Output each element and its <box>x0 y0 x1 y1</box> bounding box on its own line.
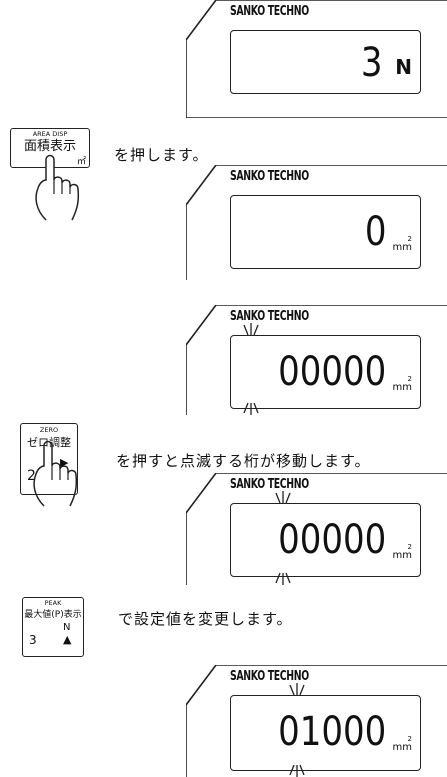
lcd-screen: 00000 2 mm <box>230 503 421 577</box>
lcd-value: 0 <box>364 209 386 255</box>
blink-marks-icon <box>289 683 305 777</box>
right-arrow-icon: ▶ <box>60 456 69 469</box>
panel-frame <box>186 473 447 585</box>
lcd-screen: 3 N <box>230 30 421 94</box>
brand-label: SANKO TECHNO <box>230 669 309 684</box>
lcd-value: 01000 <box>277 709 386 755</box>
pointing-hand-icon <box>33 440 78 507</box>
lcd-screen: 0 2 mm <box>230 195 421 269</box>
instruction-zero-move: を押すと点滅する桁が移動します。 <box>116 452 371 470</box>
display-panel-5: SANKO TECHNO 01000 2 mm <box>186 665 447 777</box>
display-panel-1: SANKO TECHNO 3 N <box>186 0 447 118</box>
brand-label: SANKO TECHNO <box>230 477 309 492</box>
instruction-press-area: を押します。 <box>114 146 209 164</box>
lcd-unit: 2 mm <box>392 375 412 393</box>
lcd-value: 00000 <box>277 349 386 395</box>
display-panel-3: SANKO TECHNO 00000 2 mm <box>186 305 447 415</box>
panel-frame <box>186 165 447 280</box>
zero-adjust-key[interactable]: ZERO ゼロ調整 2 ▶ <box>20 423 78 495</box>
lcd-value: 3 <box>360 40 382 86</box>
key-top-label: AREA DISP <box>32 130 68 138</box>
brand-label: SANKO TECHNO <box>230 309 309 324</box>
lcd-unit: 2 mm <box>392 543 412 561</box>
lcd-unit: 2 mm <box>392 735 412 753</box>
panel-frame <box>186 665 447 777</box>
up-arrow-icon: ▲ <box>63 633 72 646</box>
pointing-hand-icon <box>35 154 80 221</box>
peak-display-key[interactable]: PEAK 最大値(P)表示 3 N ▲ <box>22 597 84 657</box>
key-top-label: PEAK <box>44 599 62 607</box>
key-number: 2 <box>27 468 36 484</box>
lcd-screen: 00000 2 mm <box>230 335 421 409</box>
key-main-label: ゼロ調整 <box>27 436 71 449</box>
display-panel-4: SANKO TECHNO 00000 2 mm <box>186 473 447 585</box>
lcd-value: 00000 <box>277 517 386 563</box>
key-unit-mark: N <box>63 622 71 633</box>
key-number: 3 <box>29 633 37 647</box>
brand-label: SANKO TECHNO <box>230 4 309 19</box>
lcd-screen: 01000 2 mm <box>230 695 421 771</box>
lcd-unit: 2 mm <box>392 235 412 253</box>
instruction-change-value: で設定値を変更します。 <box>118 610 293 628</box>
blink-marks-icon <box>243 323 259 415</box>
display-panel-2: SANKO TECHNO 0 2 mm <box>186 165 447 280</box>
key-unit-mark: ㎡ <box>76 157 86 167</box>
brand-label: SANKO TECHNO <box>230 169 309 184</box>
key-main-label: 最大値(P)表示 <box>24 610 82 620</box>
key-top-label: ZERO <box>39 426 59 434</box>
blink-marks-icon <box>275 491 291 585</box>
key-main-label: 面積表示 <box>23 139 76 154</box>
lcd-unit: N <box>395 55 412 79</box>
panel-frame <box>186 305 447 415</box>
